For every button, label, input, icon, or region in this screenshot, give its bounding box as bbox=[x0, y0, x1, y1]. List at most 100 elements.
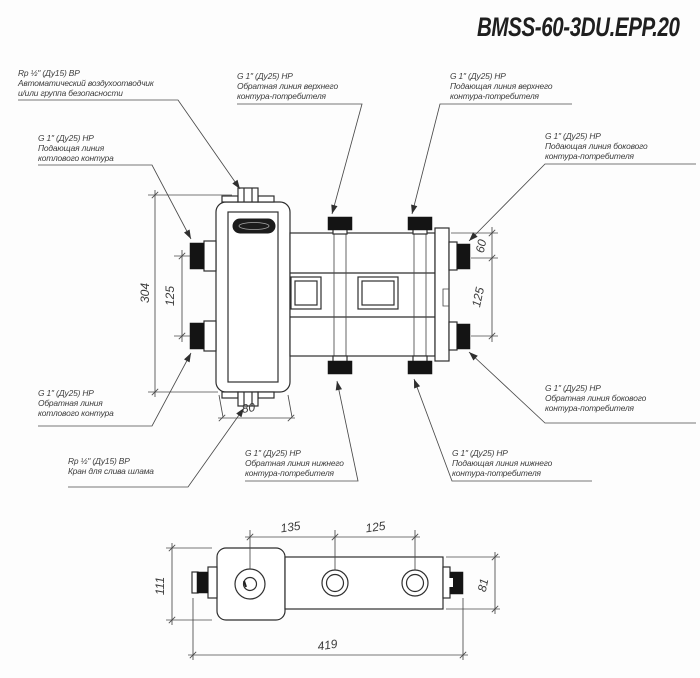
dimension-ticks bbox=[168, 544, 176, 624]
callout-air-vent: Rp ½" (Ду15) ВР Автоматический воздухоот… bbox=[17, 68, 241, 190]
drain-boss bbox=[237, 391, 259, 407]
leader-line bbox=[237, 103, 363, 215]
left-bottom-port-socket bbox=[203, 320, 217, 352]
window-2-inner bbox=[361, 280, 395, 306]
leader-line bbox=[245, 380, 359, 482]
callout-line: Подающая линия верхнего bbox=[450, 81, 553, 91]
right-stub-socket bbox=[442, 566, 451, 599]
callout-line: G 1" (Ду25) НР bbox=[38, 388, 94, 398]
dim-overall-length: 419 bbox=[188, 598, 468, 660]
leader-line bbox=[38, 164, 192, 240]
dimension-line bbox=[245, 530, 420, 570]
dimension-line bbox=[188, 598, 468, 660]
dimension-line bbox=[148, 190, 232, 397]
dimension-ticks bbox=[189, 651, 467, 659]
leader-line bbox=[468, 163, 696, 242]
top-shoulder-right bbox=[257, 195, 275, 203]
dim-value-60: 60 bbox=[473, 238, 490, 254]
callout-line: Кран для слива шлама bbox=[68, 466, 154, 476]
air-vent-boss-facets bbox=[243, 188, 253, 202]
leader-line bbox=[413, 378, 592, 482]
top-view: 111 135 125 419 81 bbox=[153, 519, 500, 660]
separator-body bbox=[227, 211, 279, 383]
callout-line: котлового контура bbox=[38, 153, 114, 163]
bottom-port-1-face bbox=[327, 360, 353, 375]
callout-line: и/или группа безопасности bbox=[18, 88, 123, 98]
end-plate-notch bbox=[442, 288, 449, 307]
callout-line: котлового контура bbox=[38, 408, 114, 418]
callout-line: G 1" (Ду25) НР bbox=[245, 448, 301, 458]
dim-left-port-spacing: 125 bbox=[163, 250, 190, 342]
leader-arrowhead bbox=[184, 229, 191, 239]
dim-depth-111: 111 bbox=[153, 543, 212, 625]
dimension-line bbox=[446, 552, 500, 614]
dim-port-spacings-top: 135 125 bbox=[245, 519, 420, 570]
dim-value-81: 81 bbox=[475, 577, 491, 593]
left-top-port-socket bbox=[203, 240, 217, 272]
callout-line: G 1" (Ду25) НР bbox=[545, 383, 601, 393]
callout-side-return: G 1" (Ду25) НР Обратная линия бокового к… bbox=[468, 351, 696, 424]
callout-line: Автоматический воздухоотводчик bbox=[17, 78, 155, 88]
dimension-ticks bbox=[218, 414, 295, 422]
bottom-port-2-face bbox=[407, 360, 433, 375]
air-vent-boss bbox=[237, 187, 259, 203]
bottom-shoulder-right bbox=[257, 391, 275, 399]
manifold-pipe-lines bbox=[290, 272, 435, 318]
front-view: 304 125 80 60 125 bbox=[138, 187, 498, 422]
callout-line: Обратная линия бокового bbox=[545, 393, 647, 403]
leader-arrowhead bbox=[184, 353, 191, 363]
left-stub-face bbox=[196, 571, 209, 594]
dim-value-125-top: 125 bbox=[365, 519, 387, 536]
left-bottom-port-face bbox=[189, 322, 205, 350]
dim-right-ports: 60 125 bbox=[451, 227, 498, 342]
callout-line: Подающая линия bbox=[38, 143, 105, 153]
dim-body-depth: 81 bbox=[446, 552, 500, 614]
dimension-ticks bbox=[246, 533, 419, 541]
callout-upper-return: G 1" (Ду25) НР Обратная линия верхнего к… bbox=[237, 71, 363, 215]
right-top-port-socket bbox=[448, 241, 458, 271]
callout-line: G 1" (Ду25) НР bbox=[237, 71, 293, 81]
bottom-shoulder-left bbox=[221, 391, 239, 399]
callout-line: Rp ½" (Ду15) ВР bbox=[18, 68, 80, 78]
right-top-port-face bbox=[456, 243, 471, 270]
leader-line bbox=[411, 103, 572, 215]
callout-lower-supply: G 1" (Ду25) НР Подающая линия нижнего ко… bbox=[413, 378, 592, 482]
ring-port-1-inner bbox=[325, 573, 345, 593]
callout-boiler-return: G 1" (Ду25) НР Обратная линия котлового … bbox=[38, 352, 192, 427]
vent-port-circle-inner bbox=[242, 576, 258, 592]
dim-value-125-left: 125 bbox=[163, 286, 177, 306]
callout-line: контура-потребителя bbox=[545, 151, 635, 161]
ring-port-2-inner bbox=[405, 573, 425, 593]
dim-value-111: 111 bbox=[153, 577, 167, 595]
brand-badge bbox=[232, 218, 276, 234]
leader-line bbox=[18, 99, 241, 190]
callouts: Rp ½" (Ду15) ВР Автоматический воздухоот… bbox=[17, 68, 696, 488]
drain-boss-facets bbox=[243, 392, 253, 406]
callout-line: контура-потребителя bbox=[450, 91, 540, 101]
top-shoulder-left bbox=[221, 195, 239, 203]
dimension-line bbox=[218, 394, 295, 419]
brand-badge-emblem bbox=[238, 222, 270, 230]
dimension-ticks bbox=[151, 191, 159, 396]
dim-overall-height: 304 bbox=[138, 190, 232, 397]
right-bottom-port-socket bbox=[448, 321, 458, 351]
leader-arrowhead bbox=[232, 179, 240, 189]
callout-line: Обратная линия верхнего bbox=[237, 81, 338, 91]
left-top-port-face bbox=[189, 242, 205, 270]
vent-port-slot bbox=[243, 580, 247, 588]
window-1-inner bbox=[294, 280, 318, 306]
dim-value-135: 135 bbox=[280, 519, 302, 536]
leader-arrowhead bbox=[411, 204, 418, 214]
dim-value-125-right: 125 bbox=[469, 286, 487, 309]
callout-line: контура-потребителя bbox=[237, 91, 327, 101]
leader-line bbox=[68, 407, 245, 488]
leader-arrowhead bbox=[414, 379, 421, 389]
leader-line bbox=[38, 352, 192, 427]
dim-base-width: 80 bbox=[218, 394, 295, 422]
dimension-ticks bbox=[178, 252, 186, 340]
dim-value-80: 80 bbox=[241, 400, 257, 416]
leader-arrowhead bbox=[469, 232, 478, 241]
right-stub-notch bbox=[449, 578, 453, 587]
